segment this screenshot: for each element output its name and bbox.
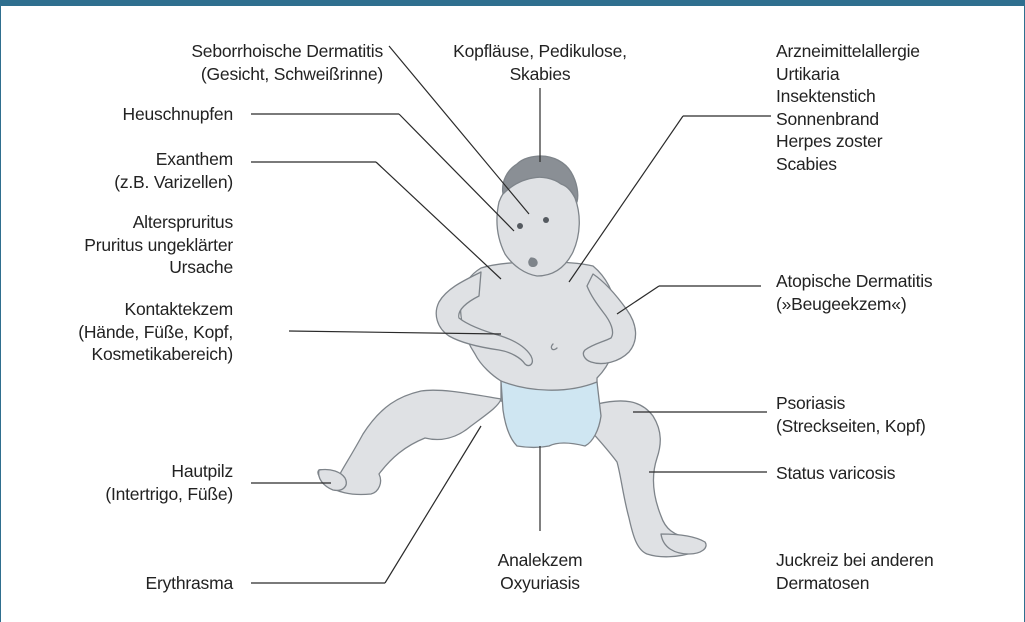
- label-line: Kontaktekzem: [78, 298, 233, 321]
- head: [497, 174, 579, 276]
- label-line: (Hände, Füße, Kopf,: [78, 321, 233, 344]
- label-line: Arzneimittelallergie: [776, 40, 920, 63]
- label-line: Pruritus ungeklärter: [84, 234, 233, 257]
- label-line: Scabies: [776, 153, 920, 176]
- label-line: Exanthem: [114, 148, 233, 171]
- label-line: Kopfläuse, Pedikulose,: [420, 40, 660, 63]
- label-line: Erythrasma: [146, 572, 233, 595]
- label-line: Dermatosen: [776, 572, 933, 595]
- label-line: Oxyuriasis: [440, 572, 640, 595]
- child-figure: [318, 156, 706, 557]
- label-line: Ursache: [84, 256, 233, 279]
- label-alterspruritus: Alterspruritus Pruritus ungeklärter Ursa…: [84, 211, 233, 279]
- label-line: Sonnenbrand: [776, 108, 920, 131]
- label-line: Urtikaria: [776, 63, 920, 86]
- label-kontaktekzem: Kontaktekzem (Hände, Füße, Kopf, Kosmeti…: [78, 298, 233, 366]
- label-line: Kosmetikabereich): [78, 343, 233, 366]
- label-line: Insektenstich: [776, 85, 920, 108]
- leader-heuschnupfen: [399, 114, 514, 231]
- label-kopflaeuse: Kopfläuse, Pedikulose, Skabies: [420, 40, 660, 85]
- label-line: Herpes zoster: [776, 130, 920, 153]
- label-line: Status varicosis: [776, 462, 895, 485]
- label-line: (Gesicht, Schweißrinne): [191, 63, 383, 86]
- label-line: Seborrhoische Dermatitis: [191, 40, 383, 63]
- label-line: Atopische Dermatitis: [776, 270, 932, 293]
- label-line: Analekzem: [440, 549, 640, 572]
- diaper: [501, 381, 601, 448]
- label-line: (Intertrigo, Füße): [105, 483, 233, 506]
- label-line: Heuschnupfen: [123, 103, 233, 126]
- label-line: Juckreiz bei anderen: [776, 549, 933, 572]
- label-line: Alterspruritus: [84, 211, 233, 234]
- label-arzneimittelallergie: Arzneimittelallergie Urtikaria Insektens…: [776, 40, 920, 175]
- label-line: (z.B. Varizellen): [114, 171, 233, 194]
- label-line: (Streckseiten, Kopf): [776, 415, 926, 438]
- leader-exanthem: [376, 162, 501, 279]
- label-heuschnupfen: Heuschnupfen: [123, 103, 233, 126]
- label-analekzem: Analekzem Oxyuriasis: [440, 549, 640, 594]
- label-juckreiz: Juckreiz bei anderen Dermatosen: [776, 549, 933, 594]
- label-line: Hautpilz: [105, 460, 233, 483]
- leader-atopische: [617, 286, 659, 314]
- leader-arzneimittel: [569, 116, 683, 282]
- label-erythrasma: Erythrasma: [146, 572, 233, 595]
- label-status-varicosis: Status varicosis: [776, 462, 895, 485]
- left-eye: [517, 223, 523, 229]
- label-line: (»Beugeekzem«): [776, 293, 932, 316]
- label-hautpilz: Hautpilz (Intertrigo, Füße): [105, 460, 233, 505]
- label-exanthem: Exanthem (z.B. Varizellen): [114, 148, 233, 193]
- label-seborrhoische-dermatitis: Seborrhoische Dermatitis (Gesicht, Schwe…: [191, 40, 383, 85]
- right-eye: [543, 217, 549, 223]
- label-psoriasis: Psoriasis (Streckseiten, Kopf): [776, 392, 926, 437]
- label-atopische-dermatitis: Atopische Dermatitis (»Beugeekzem«): [776, 270, 932, 315]
- label-line: Skabies: [420, 63, 660, 86]
- label-line: Psoriasis: [776, 392, 926, 415]
- mouth: [529, 258, 537, 266]
